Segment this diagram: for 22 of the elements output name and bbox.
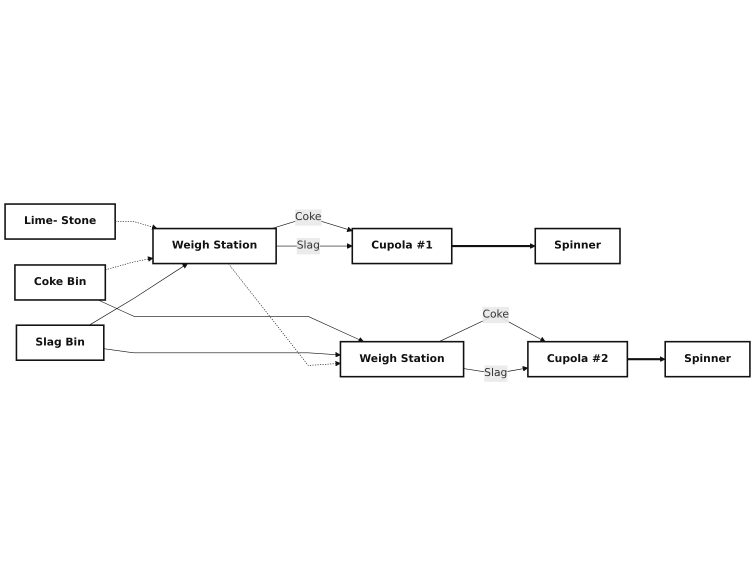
edge-label: Coke: [482, 308, 509, 321]
node-box: Cupola #2: [527, 341, 628, 378]
arrow: [228, 263, 341, 367]
arrow: [452, 243, 536, 250]
edge-label: Slag: [296, 239, 320, 252]
arrow: [103, 348, 341, 358]
node-box: Lime- Stone: [4, 203, 116, 240]
arrow: [627, 356, 666, 362]
node-box: Spinner: [664, 341, 751, 378]
node-box: Spinner: [534, 228, 621, 265]
node-box: Slag Bin: [16, 324, 105, 362]
arrow: [114, 221, 158, 230]
node-box: Coke Bin: [14, 264, 106, 301]
arrow: [88, 264, 188, 326]
arrow: [98, 300, 364, 342]
node-box: Cupola #1: [352, 228, 453, 265]
node-box: Weigh Station: [152, 228, 277, 265]
node-box: Weigh Station: [340, 341, 464, 378]
edge-label: Slag: [484, 366, 508, 380]
arrow: [276, 243, 353, 250]
edge-label: Coke: [295, 210, 322, 224]
arrow: [105, 256, 154, 270]
